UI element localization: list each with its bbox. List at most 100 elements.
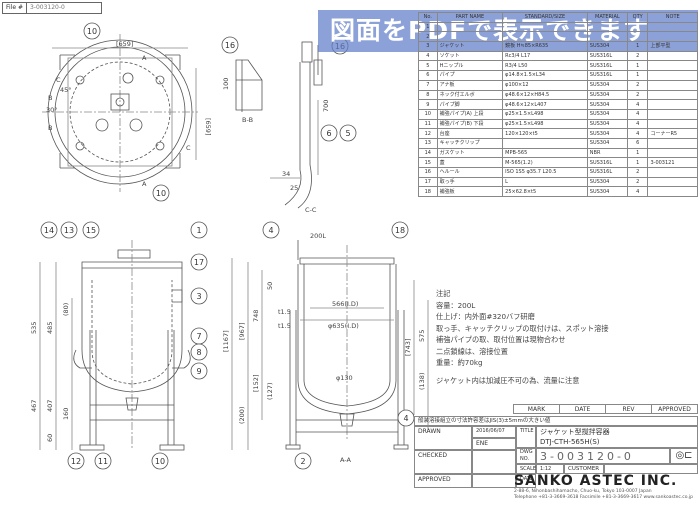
dim-130: φ130 <box>336 374 353 382</box>
cell-name: アナ板 <box>436 79 504 91</box>
rev-approved: APPROVED <box>658 406 691 413</box>
cell-no: 8 <box>418 89 438 101</box>
cell-std: ISO 1S5 φ35.7 L20.5 <box>502 167 588 178</box>
cell-name: 補強板 <box>436 186 504 198</box>
balloon: 12 <box>67 452 85 470</box>
cell-qty: 4 <box>626 118 649 130</box>
title-code: DTJ-CTH-565H(S) <box>540 438 600 446</box>
cell-no: 16 <box>418 167 438 178</box>
balloon: 11 <box>94 452 112 470</box>
cell-std: φ14.8×1.5×L34 <box>502 70 588 81</box>
cell-std: φ25×1.5×L498 <box>502 108 588 120</box>
cell-note <box>647 50 698 62</box>
cell-std: φ100×12 <box>502 79 588 91</box>
dim-200: (200) <box>238 407 246 424</box>
balloon: 17 <box>190 253 208 271</box>
cell-name: パイプ <box>436 70 504 81</box>
cell-std: MPB-565 <box>502 147 588 159</box>
dim-635: φ635(I.D) <box>328 322 359 330</box>
drawn-text: DRAWN <box>418 428 441 435</box>
dim-50: 50 <box>266 282 274 290</box>
balloon: 16 <box>221 36 239 54</box>
company-name: SANKO ASTEC INC. <box>514 473 678 489</box>
cell-qty: 4 <box>626 108 649 120</box>
dim-34: 34 <box>282 170 290 178</box>
cell-name: 台座 <box>436 128 504 139</box>
dim-535: 535 <box>30 322 38 334</box>
svg-text:17: 17 <box>194 258 204 267</box>
arrow-c-2: C <box>186 144 191 152</box>
jacket-note: ジャケット内は加減圧不可の為、流量に注意 <box>436 375 580 385</box>
svg-text:10: 10 <box>156 189 166 198</box>
cell-std <box>502 21 588 33</box>
cell-qty <box>626 21 649 33</box>
note-line: 補強パイプの取、取付位置は現物合わせ <box>436 335 566 344</box>
cell-mat <box>586 31 628 43</box>
svg-text:7: 7 <box>196 332 201 341</box>
svg-text:3: 3 <box>196 292 201 301</box>
cell-no: 6 <box>418 70 438 81</box>
projection-icon: ◎⊏ <box>670 448 698 464</box>
cell-std: φ48.6×12×L407 <box>502 99 588 110</box>
scale-value: 1:12 <box>536 464 564 474</box>
checked-label: CHECKED <box>414 450 472 474</box>
file-number: 3-003120-0 <box>25 3 101 13</box>
balloon: 14 <box>40 221 58 239</box>
cell-qty: 4 <box>626 99 649 110</box>
cell-qty: 2 <box>626 50 649 62</box>
cell-qty: 1 <box>626 60 649 72</box>
cell-mat: SUS304 <box>586 176 628 188</box>
cell-no: 14 <box>418 147 438 159</box>
cell-name: 補強パイプ(A) 上段 <box>436 108 504 120</box>
svg-text:14: 14 <box>44 226 54 235</box>
dim-700: 700 <box>322 100 330 112</box>
svg-text:16: 16 <box>225 41 235 50</box>
svg-text:12: 12 <box>71 457 81 466</box>
dim-127: (127) <box>266 383 274 400</box>
front-elevation-view <box>39 240 191 451</box>
cell-name: 補強パイプ(B) 下段 <box>436 118 504 130</box>
col-part-name: PART NAME <box>436 12 504 23</box>
balloon: 8 <box>190 343 208 361</box>
arrow-a-bottom: A <box>142 180 147 188</box>
cell-note <box>647 89 698 101</box>
cell-name: ソケット <box>436 50 504 62</box>
table-row: 2 <box>418 31 698 43</box>
cell-std: Rc3/4 L17 <box>502 50 588 62</box>
checked-value <box>472 450 516 474</box>
spec-line: 般装溶接組立の寸法許容差はJIS(3)±5mmの大きい値 <box>414 416 698 426</box>
table-row: 1 <box>418 21 698 33</box>
cell-note <box>647 176 698 188</box>
cell-mat: SUS304 <box>586 79 628 91</box>
cell-mat: SUS316L <box>586 50 628 62</box>
cell-no: 2 <box>418 31 438 43</box>
section-aa-view <box>231 240 429 450</box>
dim-60: 60 <box>46 434 54 442</box>
parts-list-table: No. PART NAME STANDARD/SIZE MATERIAL QTY… <box>418 12 698 198</box>
cell-note: 上部平型 <box>647 41 698 52</box>
dim-152: [152] <box>252 375 260 392</box>
balloon: 10 <box>151 452 169 470</box>
dim-160: 160 <box>62 408 70 420</box>
cell-no: 9 <box>418 99 438 110</box>
dim-top-side: [659] <box>204 118 212 135</box>
cell-no: 7 <box>418 79 438 91</box>
balloon: 7 <box>190 327 208 345</box>
cell-std <box>502 137 588 149</box>
cell-qty: 2 <box>626 167 649 178</box>
title-block: MARK DATE REV APPROVED 般装溶接組立の寸法許容差はJIS(… <box>414 404 698 488</box>
cell-qty: 2 <box>626 176 649 188</box>
cell-note <box>647 118 698 130</box>
label-bb: B-B <box>242 116 253 124</box>
balloon: 10 <box>83 22 101 40</box>
note-line: 仕上げ：内外面#320バフ研磨 <box>436 312 535 321</box>
